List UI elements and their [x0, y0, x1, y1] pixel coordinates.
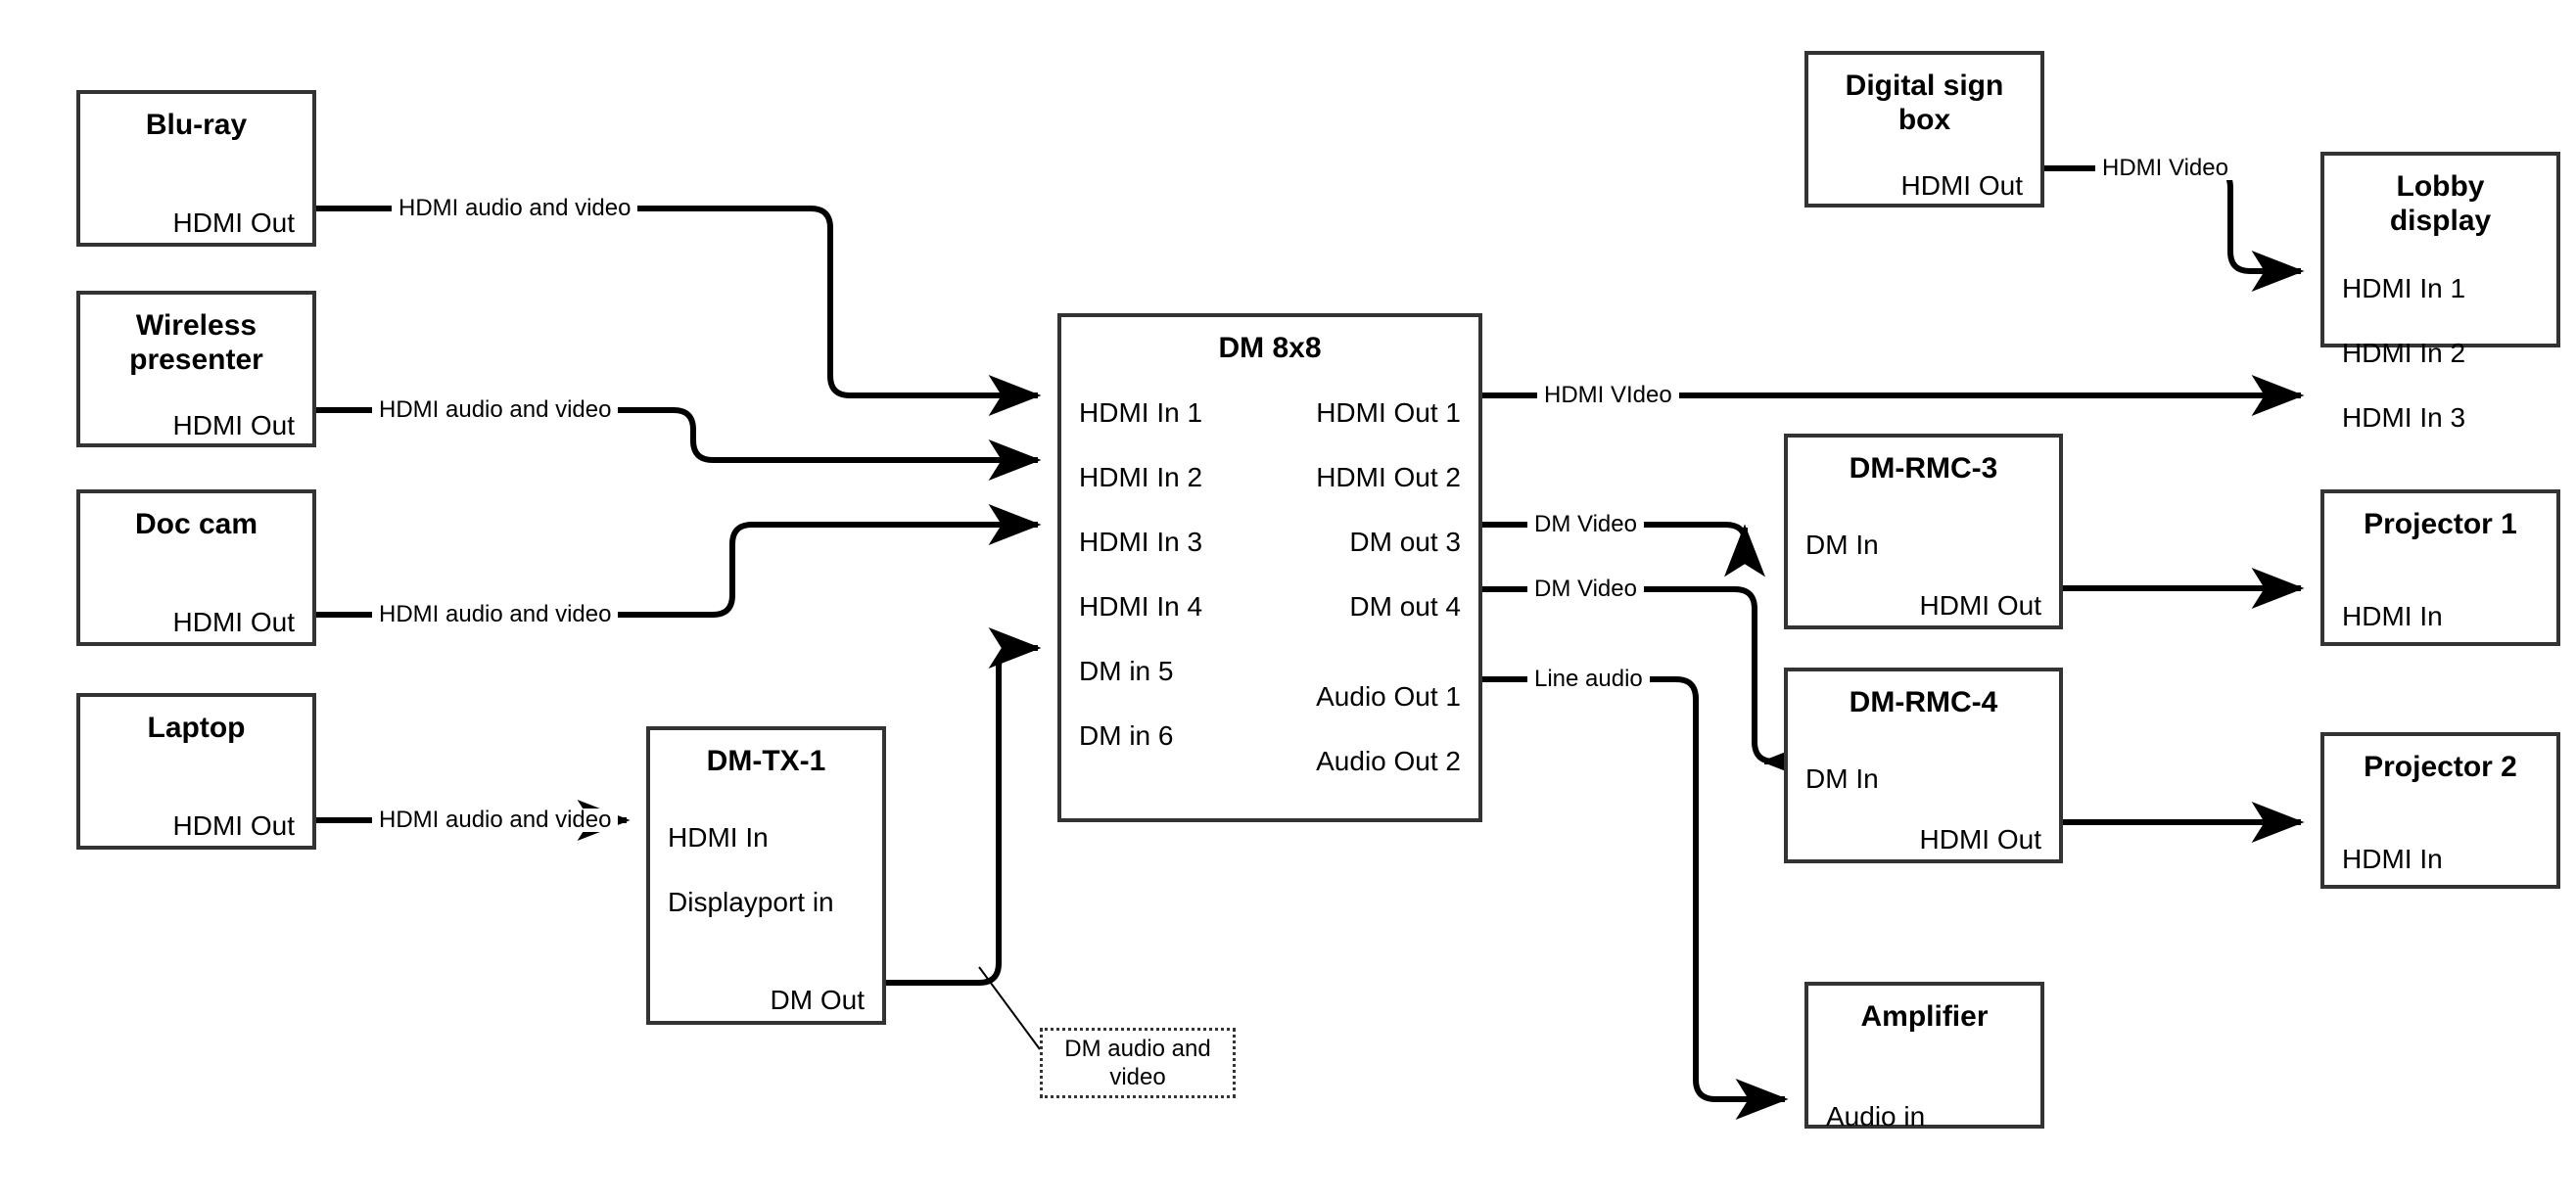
port-out-dm-8x8-1[interactable]: HDMI Out 2 — [1316, 462, 1461, 492]
edge-label-dm-dmout4-to-rmc4: DM Video — [1527, 577, 1644, 601]
node-title-dm-tx-1: DM-TX-1 — [706, 745, 826, 777]
port-out-dm-8x8-4[interactable]: Audio Out 1 — [1316, 681, 1461, 712]
port-in-lobby-display-1[interactable]: HDMI In 2 — [2342, 338, 2466, 368]
port-out-bluray-0[interactable]: HDMI Out — [172, 208, 295, 238]
node-title-dm-rmc-4: DM-RMC-4 — [1849, 686, 1998, 718]
node-title-amplifier: Amplifier — [1860, 1000, 1989, 1033]
port-out-doc-cam-0[interactable]: HDMI Out — [172, 607, 295, 637]
port-in-dm-rmc-4-0[interactable]: DM In — [1805, 763, 1879, 794]
edge-label-laptop-to-tx: HDMI audio and video — [372, 808, 619, 832]
node-title-laptop: Laptop — [147, 712, 246, 744]
node-title-bluray: Blu-ray — [145, 109, 248, 141]
port-out-dm-8x8-0[interactable]: HDMI Out 1 — [1316, 397, 1461, 428]
edge-label-bluray-to-dm: HDMI audio and video — [392, 197, 638, 220]
node-dm-rmc-4[interactable]: DM-RMC-4 DM In HDMI Out — [1784, 668, 2063, 863]
node-title-dm-rmc-3: DM-RMC-3 — [1849, 452, 1998, 485]
port-in-dm-8x8-3[interactable]: HDMI In 4 — [1079, 591, 1203, 622]
port-out-dm-tx-1-1[interactable]: DM Out — [770, 985, 865, 1015]
port-in-dm-rmc-3-0[interactable]: DM In — [1805, 530, 1879, 560]
port-in-dm-8x8-1[interactable]: HDMI In 2 — [1079, 462, 1203, 492]
connector-sign-to-lobby — [2044, 165, 2305, 292]
edge-label-dm-audioout1-to-amp: Line audio — [1527, 668, 1650, 691]
node-title-doc-cam: Doc cam — [134, 508, 258, 540]
port-out-dm-rmc-4-0[interactable]: HDMI Out — [1919, 824, 2041, 855]
port-in-dm-8x8-0[interactable]: HDMI In 1 — [1079, 397, 1203, 428]
connector-dm-audioout1-to-amp — [1482, 676, 1789, 1120]
port-in-projector-1-0[interactable]: HDMI In — [2342, 601, 2443, 631]
node-title-dm-8x8: DM 8x8 — [1218, 332, 1322, 364]
node-title-projector-1: Projector 1 — [2364, 508, 2517, 540]
edge-label-dm-hdmiout1-to-lobby: HDMI VIdeo — [1537, 384, 1679, 407]
port-out-dm-rmc-3-0[interactable]: HDMI Out — [1919, 590, 2041, 621]
port-in-dm-8x8-5[interactable]: DM in 6 — [1079, 720, 1174, 751]
port-in-dm-tx-1-0[interactable]: HDMI In — [668, 822, 769, 853]
node-dm-rmc-3[interactable]: DM-RMC-3 DM In HDMI Out — [1784, 434, 2063, 629]
port-in-dm-8x8-2[interactable]: HDMI In 3 — [1079, 527, 1203, 557]
node-title-projector-2: Projector 2 — [2364, 751, 2517, 783]
port-in-lobby-display-2[interactable]: HDMI In 3 — [2342, 402, 2466, 433]
port-out-dm-8x8-5[interactable]: Audio Out 2 — [1316, 746, 1461, 776]
port-out-dm-8x8-3[interactable]: DM out 4 — [1349, 591, 1461, 622]
port-out-wireless-presenter-0[interactable]: HDMI Out — [172, 410, 295, 440]
connector-callout-leader — [978, 966, 1041, 1050]
port-in-dm-8x8-4[interactable]: DM in 5 — [1079, 656, 1174, 686]
port-in-amplifier-0[interactable]: Audio in — [1826, 1101, 1926, 1132]
edge-label-wireless-to-dm: HDMI audio and video — [372, 398, 619, 422]
connector-tx-to-dm — [886, 627, 1042, 986]
port-out-digital-sign-box-0[interactable]: HDMI Out — [1900, 170, 2023, 201]
callout-dm-audio-video-note: DM audio and video — [1040, 1028, 1236, 1098]
node-projector-2[interactable]: Projector 2 HDMI In — [2320, 732, 2560, 889]
edge-label-sign-to-lobby: HDMI Video — [2095, 157, 2235, 180]
edge-label-doccam-to-dm: HDMI audio and video — [372, 603, 619, 626]
port-out-dm-8x8-2[interactable]: DM out 3 — [1349, 527, 1461, 557]
port-in-lobby-display-0[interactable]: HDMI In 1 — [2342, 273, 2466, 303]
connector-bluray-to-dm — [316, 206, 1042, 416]
edge-label-dm-dmout3-to-rmc3: DM Video — [1527, 513, 1644, 536]
port-out-laptop-0[interactable]: HDMI Out — [172, 810, 295, 841]
node-projector-1[interactable]: Projector 1 HDMI In — [2320, 489, 2560, 646]
port-in-projector-2-0[interactable]: HDMI In — [2342, 844, 2443, 874]
port-out-dm-tx-1-0[interactable]: Displayport in — [668, 887, 834, 917]
